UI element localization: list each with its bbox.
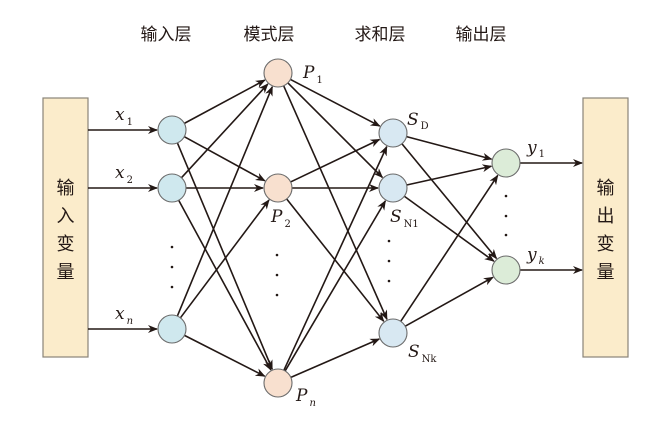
box-char: 输 [57,178,75,199]
node-label-subscript: 2 [127,175,133,186]
edge-pattern-summation [287,82,384,179]
edge-pattern-summation [282,85,388,321]
ellipsis-dot [504,194,508,198]
node-label-main: S [408,342,420,362]
ellipsis-dot [275,273,279,277]
edge-input-pattern [183,136,266,182]
node-label-subscript: k [539,256,545,267]
layer-title-summation: 求和层 [355,25,406,45]
edge-summation-output [400,174,499,322]
input-variable-box [42,97,89,358]
layer-title-pattern: 模式层 [244,25,295,45]
node-label-subscript: D [421,121,429,132]
node-label-main: x [115,304,125,324]
layer-title-input: 输入层 [141,25,192,45]
edge-pattern-summation [284,200,387,372]
edge-summation-output [401,143,498,260]
edge-pattern-summation [283,145,388,371]
edge-input-pattern [177,199,272,371]
node-label-subscript: 1 [127,117,133,128]
edge-input-pattern [176,85,274,317]
edge-summation-output [406,164,493,186]
neurons [157,58,521,398]
connections [88,78,583,379]
box-char: 出 [597,206,615,227]
node-label-main: S [407,110,419,130]
pattern-node-1 [263,58,293,88]
output-node-2 [491,255,521,285]
ellipsis-dot [387,239,391,243]
node-label-main: P [302,63,315,83]
edge-pattern-summation [290,138,381,183]
ellipsis-dot [275,293,279,297]
ellipsis-dot [275,253,279,257]
edge-summation-output [403,195,495,262]
edge-input-pattern [176,142,273,371]
ellipsis-dot [170,285,174,289]
ellipsis-dot [504,233,508,237]
node-label-subscript: n [309,398,315,409]
ellipsis-dot [387,279,391,283]
summation-node-1 [378,118,408,148]
node-label-main: x [115,163,125,183]
output-node-1 [491,148,521,178]
box-char: 输 [597,178,615,199]
summation-node-3 [378,318,408,348]
summation-node-2 [378,173,408,203]
node-label-main: P [295,386,308,406]
node-label-main: y [526,245,537,265]
edge-summation-output [404,276,494,327]
ellipsis-dot [170,245,174,249]
edge-input-pattern [179,199,270,319]
ellipsis-dot [170,265,174,269]
edge-summation-output [406,135,493,161]
node-label-subscript: N1 [404,219,419,230]
ellipses [170,194,508,297]
box-char: 变 [57,234,75,255]
box-char: 入 [57,206,75,227]
box-char: 变 [597,234,615,255]
edge-input-pattern [180,83,269,179]
edge-input-pattern [184,334,266,377]
pattern-node-3 [263,368,293,398]
pattern-node-2 [263,173,293,203]
node-label-subscript: 1 [316,75,322,86]
edge-pattern-summation [290,338,381,379]
node-label-subscript: 1 [539,149,545,160]
node-label-main: P [270,207,283,227]
edge-input-pattern [183,79,266,125]
ellipsis-dot [387,259,391,263]
node-label-main: x [115,105,125,125]
input-node-2 [157,173,187,203]
edge-pattern-summation [290,78,381,127]
box-char: 量 [597,262,615,283]
input-node-3 [157,314,187,344]
ellipsis-dot [504,214,508,218]
node-label-subscript: Nk [422,354,438,365]
node-label-main: y [526,138,537,158]
box-char: 量 [57,262,75,283]
node-label-subscript: n [127,316,133,327]
layer-title-output: 输出层 [456,25,507,45]
node-label-subscript: 2 [284,219,290,230]
node-label-main: S [390,207,402,227]
output-variable-box [582,97,629,358]
input-node-1 [157,115,187,145]
